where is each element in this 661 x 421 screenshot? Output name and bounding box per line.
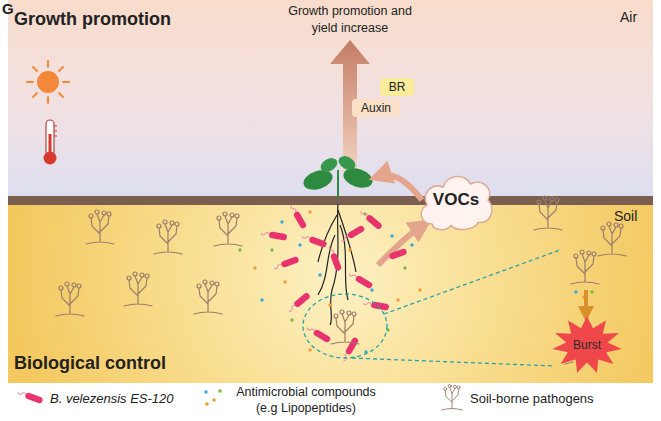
- legend-bacterium-icon: [17, 389, 44, 404]
- node-label: VOCs: [433, 190, 479, 210]
- burst-star: Burst: [552, 316, 622, 374]
- kill-arrow: [584, 290, 588, 314]
- thermometer-icon: [44, 120, 58, 165]
- hormone-box: BR: [380, 78, 414, 96]
- soil-band: [8, 205, 653, 383]
- legend-label: Soil-borne pathogens: [470, 391, 594, 407]
- cloud-shape: [421, 177, 492, 230]
- star-shape: [552, 316, 621, 373]
- zoom-circle: [303, 294, 387, 358]
- zoom-line: [352, 358, 555, 366]
- plant-roots: [318, 204, 356, 325]
- panel-letter: G: [2, 0, 14, 18]
- node-label: BR: [389, 80, 406, 94]
- section-title: Biological control: [14, 353, 166, 375]
- voc-to-plant-arrow: [380, 175, 422, 200]
- bacteria-cells: [261, 204, 408, 363]
- legend-label: B. velezensis ES-120: [50, 391, 174, 407]
- bacteria-to-voc-arrow: [378, 226, 422, 265]
- legend-dots-icon: [204, 389, 222, 406]
- voc-cloud: VOCs: [416, 168, 496, 232]
- outcome-label: Growth promotion and yield increase: [285, 3, 415, 37]
- pathogen-symbols: [56, 196, 626, 344]
- zone-label: Air: [620, 9, 637, 26]
- section-title: Growth promotion: [14, 9, 171, 31]
- hormone-box: Auxin: [352, 99, 400, 117]
- sun-icon: [27, 61, 69, 103]
- node-label: Auxin: [361, 101, 391, 115]
- air-band: [8, 0, 653, 198]
- plant-shoot: [301, 153, 375, 198]
- antimicrobial-dots: [238, 210, 593, 353]
- legend-label: Antimicrobial compounds (e.g Lipopeptide…: [226, 384, 386, 416]
- legend-pathogen-icon: [442, 385, 463, 411]
- zoom-line: [384, 250, 560, 314]
- zone-label: Soil: [614, 208, 637, 225]
- node-label: Burst: [573, 338, 601, 352]
